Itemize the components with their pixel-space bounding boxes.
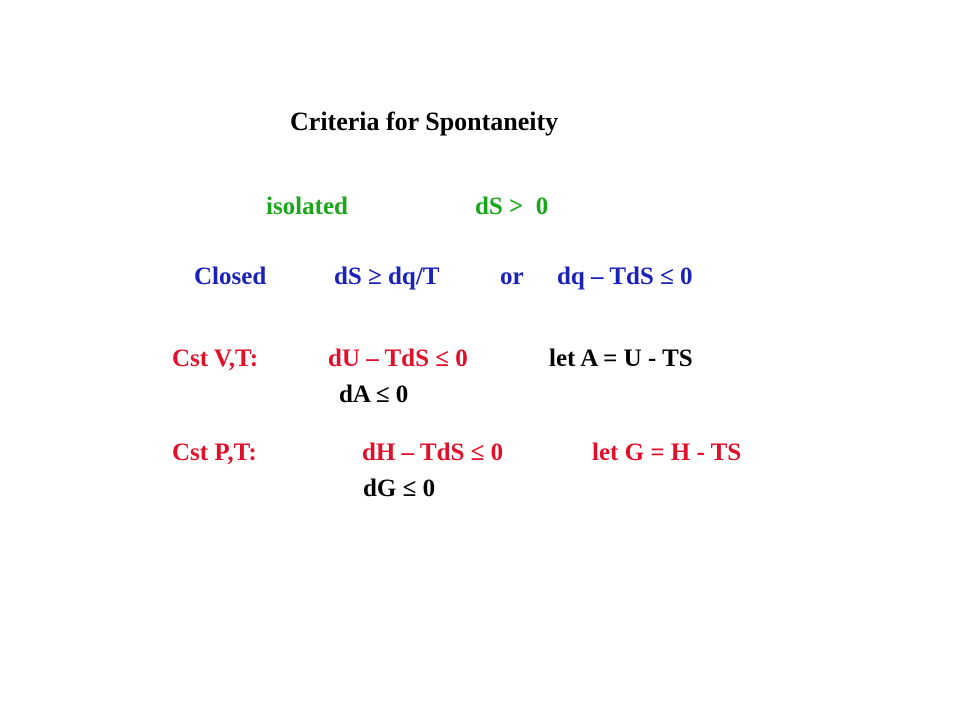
const-vt-label: Cst V,T: — [172, 345, 259, 372]
isolated-label: isolated — [266, 193, 348, 220]
closed-condition: dS ≥ dq/T — [334, 263, 440, 290]
const-pt-condition: dH – TdS ≤ 0 — [362, 439, 504, 466]
closed-label: Closed — [194, 263, 267, 290]
closed-condition-alt: dq – TdS ≤ 0 — [557, 263, 693, 290]
const-vt-definition: let A = U - TS — [549, 345, 693, 372]
const-pt-definition: let G = H - TS — [592, 439, 742, 466]
closed-connector: or — [500, 263, 524, 290]
const-pt-result: dG ≤ 0 — [363, 475, 436, 502]
const-pt-label: Cst P,T: — [172, 439, 257, 466]
const-vt-condition: dU – TdS ≤ 0 — [328, 345, 468, 372]
isolated-condition: dS > 0 — [475, 193, 549, 220]
slide-title: Criteria for Spontaneity — [290, 107, 559, 136]
const-vt-result: dA ≤ 0 — [339, 381, 409, 408]
